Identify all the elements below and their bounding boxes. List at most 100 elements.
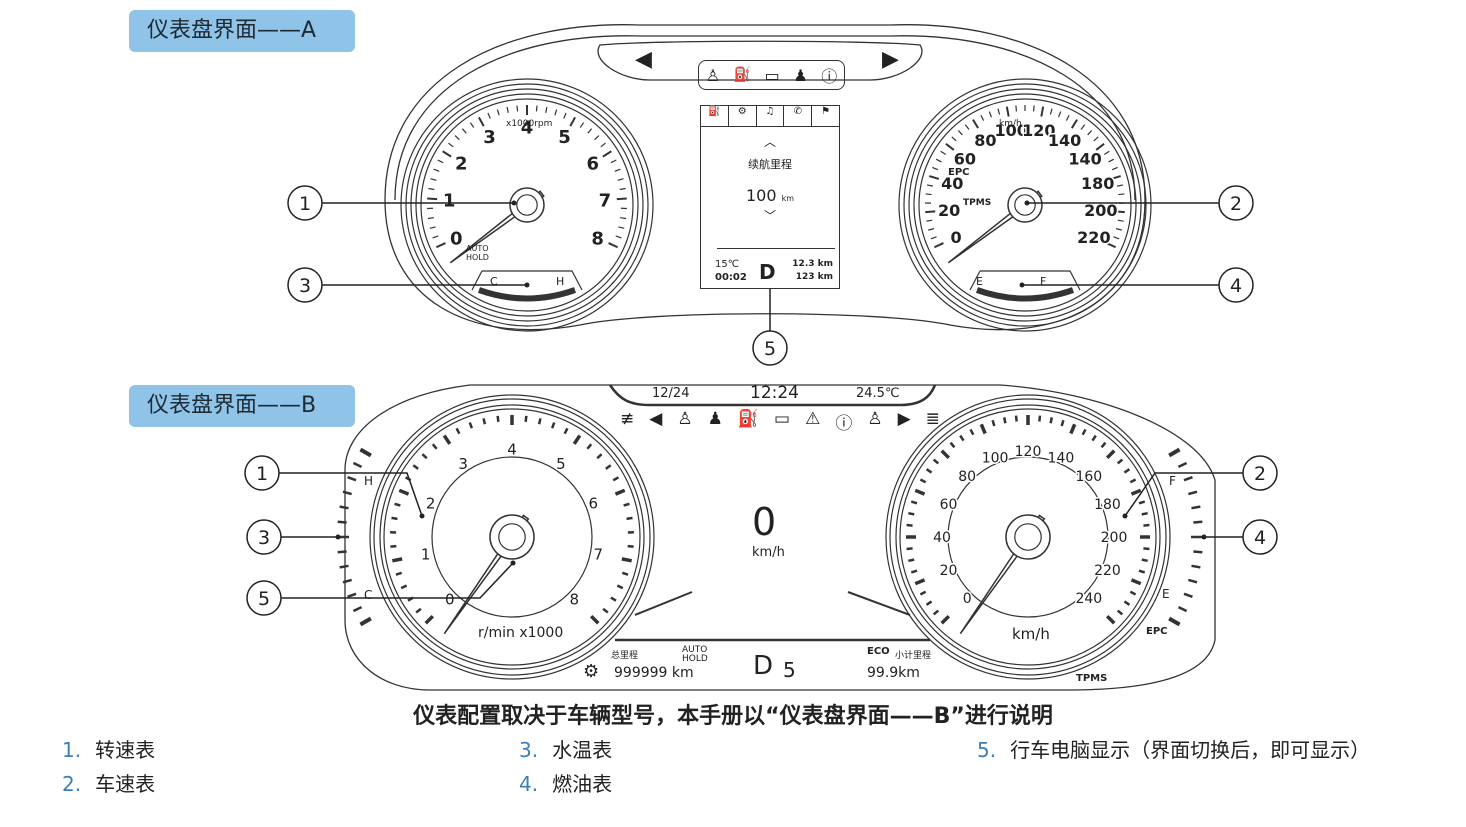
tick-label: 8 (569, 591, 579, 609)
range-unit: km (781, 194, 795, 203)
minor-tick (1129, 590, 1137, 596)
minor-tick (391, 516, 398, 521)
minor-tick (1057, 111, 1062, 118)
minor-tick (940, 150, 947, 155)
battery-icon: ▭ (774, 409, 791, 429)
tab-fuel-icon[interactable]: ⛽ (701, 106, 729, 126)
tick-label: 4 (521, 117, 534, 138)
minor-tick (1116, 609, 1124, 616)
tick-label: 2 (426, 495, 436, 513)
panel-a-label: 仪表盘界面——A (129, 10, 355, 52)
minor-tick (605, 464, 612, 470)
minor-tick (1118, 193, 1125, 196)
oil-pressure-icon: ⛽ (733, 67, 752, 83)
minor-tick (969, 428, 975, 436)
temp-hot-a: H (556, 275, 565, 288)
tick-label: 60 (954, 149, 976, 168)
temp-gauge-tick (347, 592, 357, 599)
tab-phone-icon[interactable]: ✆ (784, 106, 813, 126)
gauge-ring (889, 398, 1167, 676)
major-tick (1106, 242, 1117, 249)
fuel-empty-a: E (976, 275, 983, 288)
warning-row-b: ≢ ◀ ♙ ♟ ⛽ ▭ ⚠ ⓘ ♙ ▶ ≣ (620, 409, 940, 434)
minor-tick (1113, 236, 1120, 240)
major-tick (914, 488, 926, 496)
trip-2: 123 km (795, 272, 833, 282)
fuel-gauge-tick (1188, 490, 1198, 496)
callout-number: 4 (1230, 275, 1242, 297)
major-tick (1005, 106, 1010, 117)
tpms-a: TPMS (963, 198, 992, 208)
tick-label: 20 (940, 563, 958, 579)
temp-gauge-tick (352, 606, 363, 613)
temp-gauge-a-frame (471, 270, 583, 291)
tick-label: 80 (958, 469, 976, 485)
trip-1: 12.3 km (792, 259, 833, 269)
minor-tick (395, 571, 403, 576)
minor-tick (1129, 478, 1137, 484)
callout-dot (1201, 534, 1207, 540)
tick-label: 4 (507, 440, 517, 458)
minor-tick (596, 453, 603, 460)
tab-flag-icon[interactable]: ⚑ (821, 106, 831, 117)
warning-strip-a: ♙ ⛽ ▭ ♟ ⓘ (698, 60, 845, 90)
minor-tick (621, 571, 629, 576)
minor-tick (1060, 419, 1065, 427)
turn-right-icon: ▶ (882, 47, 899, 72)
fuel-gauge-a-frame (969, 270, 1081, 291)
gauge-ring (405, 83, 649, 327)
minor-tick (537, 418, 542, 425)
chevron-down-icon[interactable]: ﹀ (763, 209, 776, 223)
tab-music-icon[interactable]: ♫ (757, 106, 785, 126)
minor-tick (550, 422, 556, 429)
major-tick (1114, 210, 1125, 214)
major-tick (608, 242, 619, 249)
housing-outline-b (344, 384, 1216, 691)
major-tick (940, 449, 951, 460)
major-tick (424, 614, 435, 625)
tick-label: 140 (1048, 451, 1075, 467)
tick-label: 3 (483, 127, 496, 148)
minor-tick (602, 607, 609, 614)
hood-a (597, 40, 923, 81)
minor-tick (594, 135, 600, 141)
divider (717, 248, 835, 249)
minor-tick (535, 105, 538, 112)
odometer-value: 999999 km (614, 665, 694, 681)
minor-tick (930, 236, 937, 240)
fuel-gauge-tick (1168, 447, 1181, 458)
tick-label: 140 (1068, 149, 1101, 168)
fuel-gauge-tick (1188, 578, 1198, 584)
gauge-ring (379, 404, 645, 670)
tab-gear-icon[interactable]: ⚙ (729, 106, 757, 126)
minor-tick (612, 476, 620, 482)
fuel-gauge-tick (1191, 564, 1201, 569)
minor-tick (618, 226, 625, 229)
needle-hub-inner (498, 523, 526, 551)
minor-tick (1141, 511, 1148, 516)
temp-gauge-tick (339, 505, 349, 510)
panel-b-label: 仪表盘界面——B (129, 385, 355, 427)
minor-tick (469, 122, 475, 128)
brake-warning-icon: ⓘ (821, 67, 838, 86)
major-tick (435, 242, 446, 249)
minor-tick (431, 443, 438, 450)
major-tick (1095, 143, 1105, 151)
gauge-ring (885, 394, 1171, 680)
gauge-ring (918, 98, 1132, 312)
minor-tick (554, 109, 558, 116)
tick-label: 180 (1081, 174, 1114, 193)
minor-tick (1032, 105, 1035, 112)
temp-gauge-tick (337, 520, 347, 524)
gauge-ring (903, 83, 1147, 327)
fuel-full-b: F (1169, 474, 1176, 488)
minor-tick (910, 500, 918, 505)
tick-label: 40 (941, 174, 963, 193)
minor-tick (586, 443, 593, 450)
tick-label: 0 (450, 228, 463, 249)
chevron-up-icon[interactable]: ︿ (763, 135, 776, 149)
legend-number: 4. (519, 772, 539, 796)
hazard-icon: ⚠ (805, 409, 821, 429)
tick-label: 120 (1015, 444, 1042, 460)
tpms-b: TPMS (1076, 673, 1108, 684)
